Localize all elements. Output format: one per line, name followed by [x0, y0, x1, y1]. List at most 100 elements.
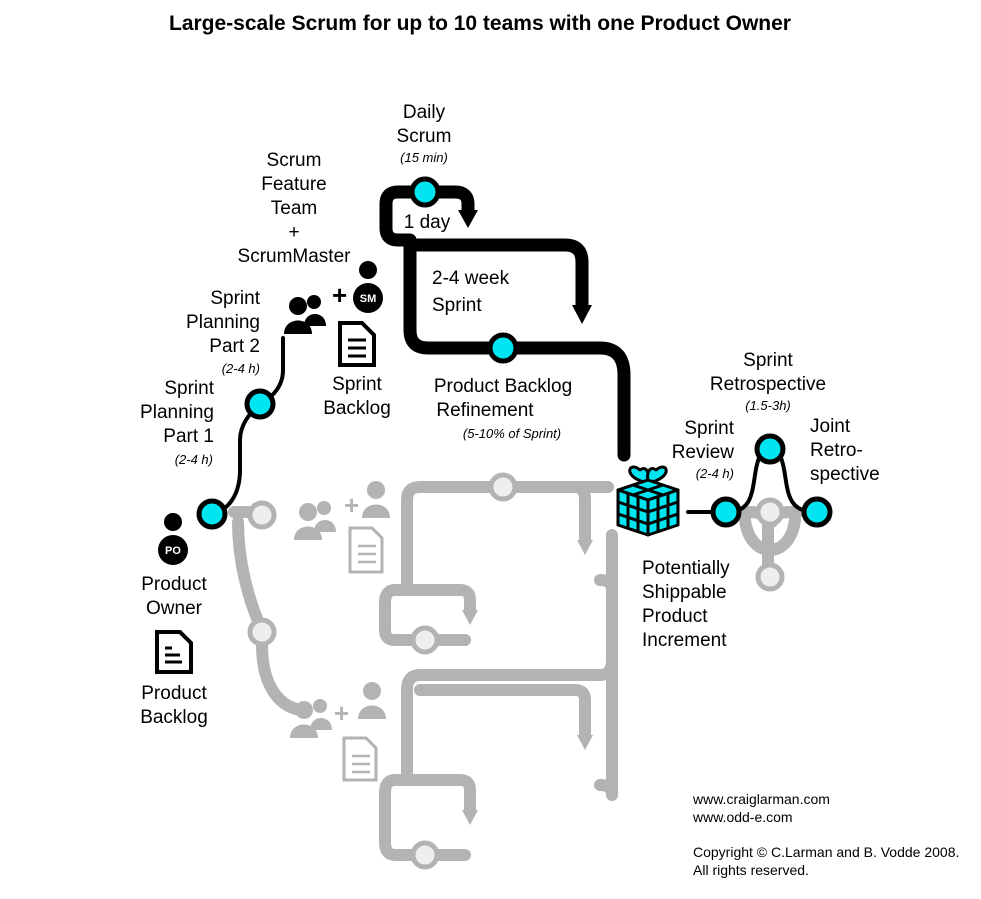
label-joint-retrospective: Joint Retro- spective [810, 416, 880, 485]
sm-badge: SM [360, 293, 377, 305]
active-arrowheads [458, 210, 592, 324]
sprint-exit [594, 529, 618, 801]
svg-text:Retro-: Retro- [810, 440, 863, 461]
svg-text:Product Backlog: Product Backlog [434, 376, 572, 397]
label-product-owner: Product Owner [141, 574, 207, 619]
svg-text:Refinement: Refinement [436, 400, 534, 421]
svg-text:(2-4 h): (2-4 h) [696, 466, 734, 481]
svg-text:Sprint: Sprint [164, 378, 214, 399]
svg-text:Sprint: Sprint [210, 288, 260, 309]
label-sprint-planning-1: Sprint Planning Part 1 (2-4 h) [140, 378, 215, 467]
svg-text:Review: Review [672, 442, 735, 463]
svg-text:(15 min): (15 min) [400, 150, 448, 165]
svg-text:Backlog: Backlog [323, 398, 391, 419]
label-daily-scrum: Daily Scrum (15 min) [397, 102, 452, 165]
planning-node-team-3 [247, 617, 277, 647]
svg-text:(2-4 h): (2-4 h) [222, 361, 260, 376]
branch-line [232, 516, 268, 636]
label-sprint-review: Sprint Review (2-4 h) [672, 418, 735, 481]
sprint-planning-1-node [196, 498, 228, 530]
svg-text:Team: Team [271, 198, 317, 219]
footer: www.craiglarman.com www.odd-e.com Copyri… [692, 791, 959, 878]
svg-text:Product: Product [141, 683, 207, 704]
label-sprint-length: 2-4 week Sprint [432, 268, 510, 316]
sprint-loop [414, 684, 591, 741]
svg-text:Part 2: Part 2 [209, 336, 260, 357]
sprint-loop [401, 481, 614, 596]
label-backlog-refinement: Product Backlog Refinement (5-10% of Spr… [434, 376, 572, 441]
retro-loop [739, 514, 801, 556]
daily-scrum-node-team-2 [410, 625, 440, 655]
svg-text:Joint: Joint [810, 416, 851, 437]
inactive-doc-icon [342, 736, 378, 782]
svg-text:Sprint: Sprint [432, 295, 482, 316]
svg-text:Potentially: Potentially [642, 558, 730, 579]
daily-scrum-node-team-3 [410, 840, 440, 870]
daily-loop [379, 185, 432, 247]
inactive-arrowheads [462, 540, 593, 825]
sprint-review-node [710, 496, 742, 528]
daily-loop [389, 584, 476, 616]
svg-text:Backlog: Backlog [140, 707, 208, 728]
svg-text:Owner: Owner [146, 598, 203, 619]
inactive-team-2: + [294, 481, 390, 540]
svg-text:+: + [344, 490, 359, 520]
planning-line [208, 403, 262, 517]
svg-text:(5-10% of Sprint): (5-10% of Sprint) [463, 426, 561, 441]
svg-text:(2-4 h): (2-4 h) [175, 452, 213, 467]
footer-link[interactable]: www.odd-e.com [692, 809, 793, 825]
active-nodes [196, 176, 833, 530]
svg-text:Increment: Increment [642, 630, 727, 651]
product-owner-icon: PO [158, 513, 188, 565]
svg-text:Product: Product [642, 606, 708, 627]
svg-text:Planning: Planning [186, 312, 260, 333]
sprint-loop [414, 481, 591, 546]
svg-text:Part 1: Part 1 [163, 426, 214, 447]
svg-text:Sprint: Sprint [332, 374, 382, 395]
svg-text:Planning: Planning [140, 402, 214, 423]
label-sprint-backlog: Sprint Backlog [323, 374, 391, 419]
svg-text:+: + [334, 698, 349, 728]
label-team: Scrum Feature Team + ScrumMaster [238, 150, 352, 267]
daily-loop [418, 185, 475, 217]
label-increment: Potentially Shippable Product Increment [642, 558, 730, 651]
joint-retrospective-node [801, 496, 833, 528]
svg-text:Scrum: Scrum [397, 126, 452, 147]
sprint-backlog-icon [338, 321, 376, 367]
product-backlog-icon [155, 630, 193, 674]
daily-scrum-node [409, 176, 441, 208]
svg-text:Daily: Daily [403, 102, 446, 123]
svg-text:Product: Product [141, 574, 207, 595]
scrum-master-icon: SM [353, 261, 383, 313]
inactive-doc-icon [348, 526, 384, 574]
page-title: Large-scale Scrum for up to 10 teams wit… [169, 12, 791, 35]
retro-node-team-3 [755, 562, 785, 592]
inactive-nodes [247, 472, 785, 870]
scrum-team-icon: + [284, 280, 347, 334]
retro-node-team-2 [755, 497, 785, 527]
svg-text:2-4 week: 2-4 week [432, 268, 510, 289]
daily-loop [389, 774, 476, 816]
svg-text:Feature: Feature [261, 174, 326, 195]
label-sprint-retrospective: Sprint Retrospective (1.5-3h) [710, 350, 826, 413]
svg-text:Scrum: Scrum [267, 150, 322, 171]
label-product-backlog: Product Backlog [140, 683, 208, 728]
po-badge: PO [165, 545, 181, 557]
sprint-retrospective-node [754, 433, 786, 465]
sprint-loop [403, 238, 589, 312]
gift-box-icon [616, 465, 680, 537]
copyright-line: All rights reserved. [693, 862, 809, 878]
svg-text:Shippable: Shippable [642, 582, 727, 603]
refinement-node-team-2 [488, 472, 518, 502]
copyright-line: Copyright © C.Larman and B. Vodde 2008. [693, 844, 959, 860]
footer-link[interactable]: www.craiglarman.com [692, 791, 830, 807]
label-one-day: 1 day [404, 212, 451, 233]
planning-node-team-2 [247, 500, 277, 530]
label-sprint-planning-2: Sprint Planning Part 2 (2-4 h) [186, 288, 261, 376]
svg-text:+: + [332, 280, 347, 310]
svg-text:Sprint: Sprint [684, 418, 734, 439]
svg-text:Retrospective: Retrospective [710, 374, 826, 395]
svg-text:ScrumMaster: ScrumMaster [238, 246, 352, 267]
sprint-planning-2-node [244, 388, 276, 420]
